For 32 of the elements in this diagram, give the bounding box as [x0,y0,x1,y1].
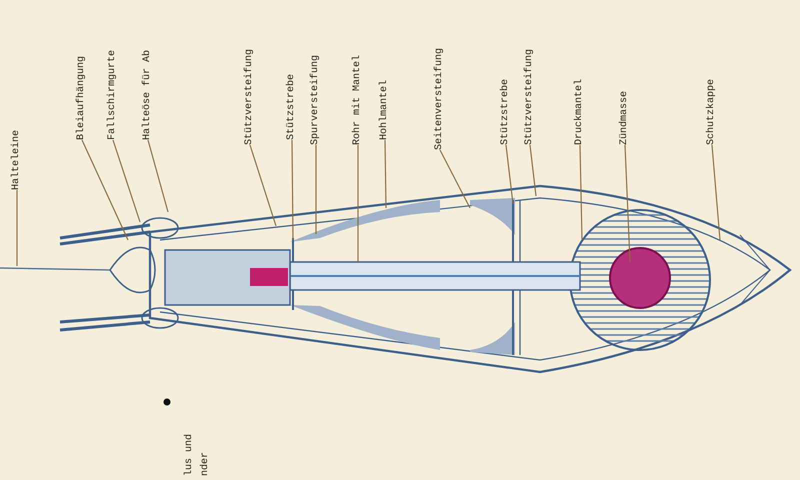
part-label: Stützversteifung [244,4,256,145]
part-label: Halteleine [11,100,23,190]
leader-line [505,144,514,204]
leader-line [624,144,631,262]
part-label: Rohr mit Mantel [352,20,364,145]
leader-line [579,144,583,240]
part-label: Bleiaufhängung [76,4,88,140]
leader-line [357,145,359,262]
part-label: Stützstrebe [286,10,298,140]
part-label: Zündmasse [619,40,631,145]
leader-line [249,144,277,226]
leader-line [112,140,141,222]
part-label: Druckmantel [574,40,586,145]
leader-line [147,140,169,212]
part-label: Stützstrebe [500,40,512,145]
part-label: Stützversteifung [524,4,536,145]
leader-line [529,144,537,196]
note-text: nder [200,450,212,476]
note-text: lus und [184,432,196,476]
leader-line [315,145,317,234]
part-label: Hohlmantel [379,40,391,140]
part-label: Seitenversteifung [434,4,446,150]
leader-line [291,140,294,240]
part-label: Schutzkappe [706,40,718,145]
leader-line [82,140,128,240]
leader-line [440,150,470,208]
leader-line [711,144,721,240]
part-label: Fallschirmgurte [107,4,119,140]
part-label: Halteöse für Ab [142,20,154,140]
leader-line [16,190,18,266]
part-label: Spurversteifung [310,4,322,145]
leader-line [384,140,387,208]
